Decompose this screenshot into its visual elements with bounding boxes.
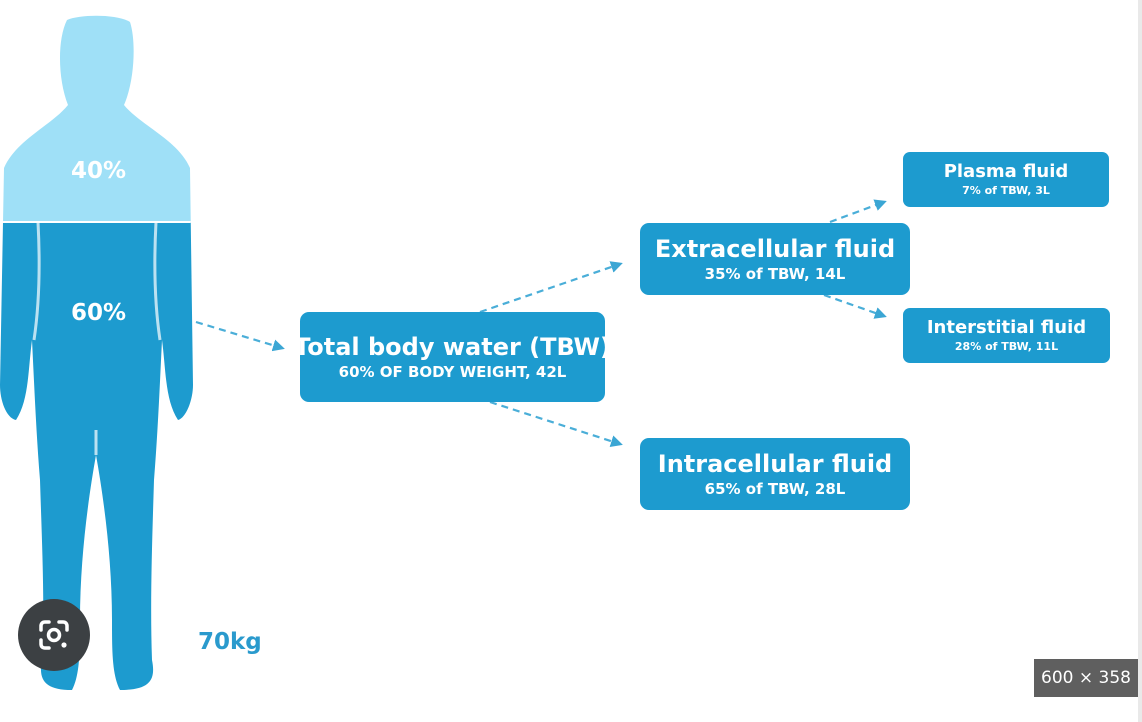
lower-percent-label: 60%	[71, 300, 127, 326]
google-lens-button[interactable]	[18, 599, 90, 671]
tbw-subtitle: 60% OF BODY WEIGHT, 42L	[338, 362, 567, 381]
tbw-title: Total body water (TBW)	[294, 332, 611, 361]
upper-body-fill	[0, 15, 193, 222]
ecf-subtitle: 35% of TBW, 14L	[704, 264, 846, 283]
arrow-body-to-tbw	[195, 320, 285, 352]
arrow-tbw-to-ecf	[479, 261, 623, 314]
arrow-tbw-to-icf	[489, 400, 623, 447]
interstitial-fluid-box: Interstitial fluid 28% of TBW, 11L	[903, 308, 1110, 363]
interstitial-title: Interstitial fluid	[926, 317, 1087, 339]
interstitial-subtitle: 28% of TBW, 11L	[954, 339, 1059, 353]
plasma-fluid-box: Plasma fluid 7% of TBW, 3L	[903, 152, 1109, 207]
extracellular-fluid-box: Extracellular fluid 35% of TBW, 14L	[640, 223, 910, 295]
human-silhouette	[0, 15, 193, 690]
dashed-arrows	[195, 199, 887, 447]
right-edge-divider	[1138, 0, 1142, 722]
arrow-ecf-to-plasma	[829, 199, 887, 224]
arrow-ecf-to-interstitial	[823, 293, 887, 319]
image-dimensions-badge: 600 × 358	[1034, 659, 1138, 697]
google-lens-icon	[39, 620, 69, 650]
total-body-water-box: Total body water (TBW) 60% OF BODY WEIGH…	[294, 312, 611, 402]
icf-title: Intracellular fluid	[657, 449, 893, 478]
upper-percent-label: 40%	[71, 158, 127, 184]
plasma-subtitle: 7% of TBW, 3L	[962, 183, 1050, 197]
plasma-title: Plasma fluid	[943, 161, 1069, 183]
ecf-title: Extracellular fluid	[654, 234, 896, 263]
icf-subtitle: 65% of TBW, 28L	[704, 479, 846, 498]
intracellular-fluid-box: Intracellular fluid 65% of TBW, 28L	[640, 438, 910, 510]
body-weight-label: 70kg	[198, 629, 262, 655]
